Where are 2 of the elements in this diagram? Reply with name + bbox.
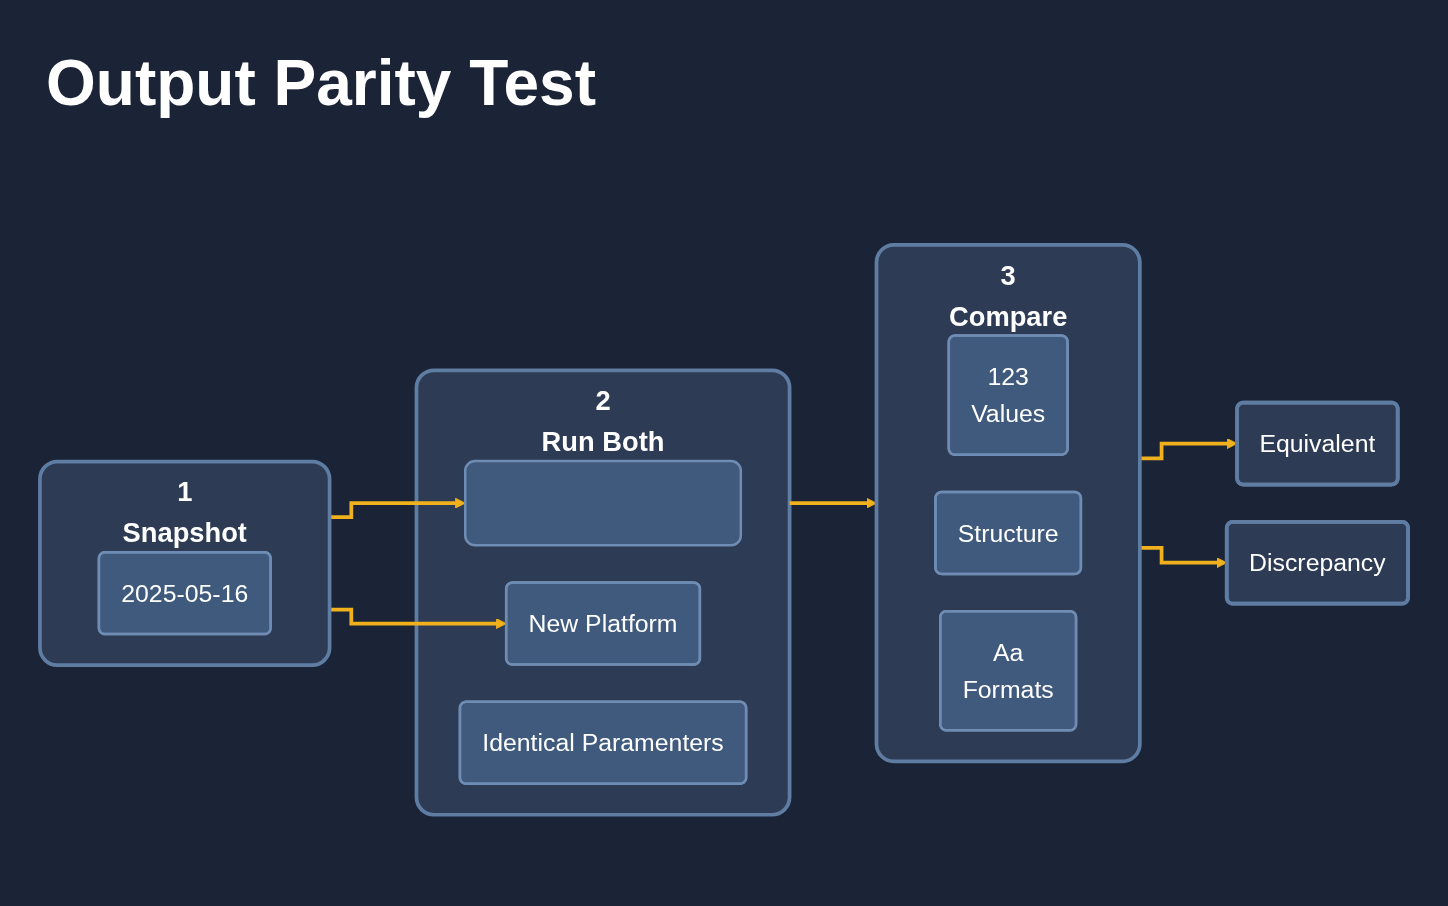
node-box <box>464 459 743 547</box>
title: Output Parity Test <box>46 48 596 119</box>
